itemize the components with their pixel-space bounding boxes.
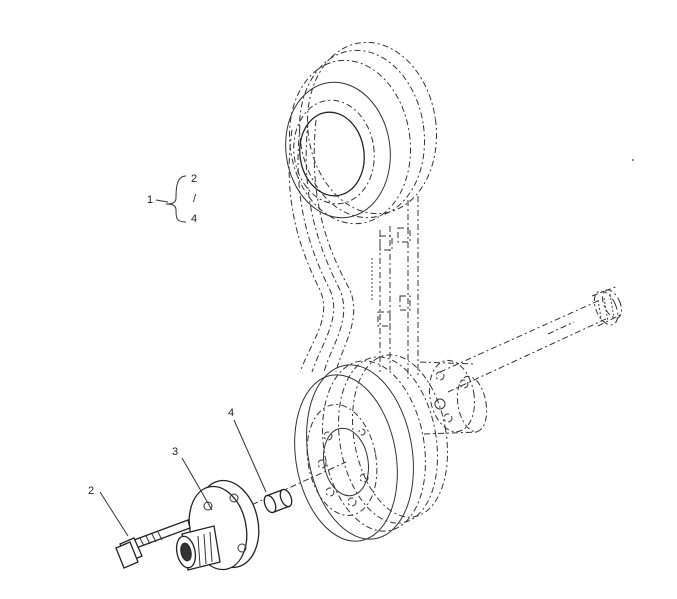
- callout-group-item-top: 2: [191, 173, 197, 185]
- v-belt: [288, 119, 419, 380]
- scan-speck: [632, 159, 634, 161]
- callout-group-item-bottom: 4: [191, 213, 197, 225]
- pulley-hub: [175, 479, 260, 571]
- callout-pin: 4: [228, 407, 234, 419]
- shaft-flange: [419, 359, 488, 435]
- drive-shaft: [439, 285, 623, 393]
- leader-lines: [99, 419, 267, 537]
- crank-pulley: [294, 354, 448, 542]
- hex-bolt: [115, 519, 191, 569]
- callout-group-item-mid: /: [193, 193, 197, 205]
- upper-pulley: [285, 41, 437, 225]
- group-bracket: [155, 175, 187, 223]
- callout-hub: 3: [172, 446, 178, 458]
- dowel-pin: [263, 488, 293, 514]
- callout-bolt: 2: [88, 485, 94, 497]
- callout-group-number: 1: [147, 194, 153, 206]
